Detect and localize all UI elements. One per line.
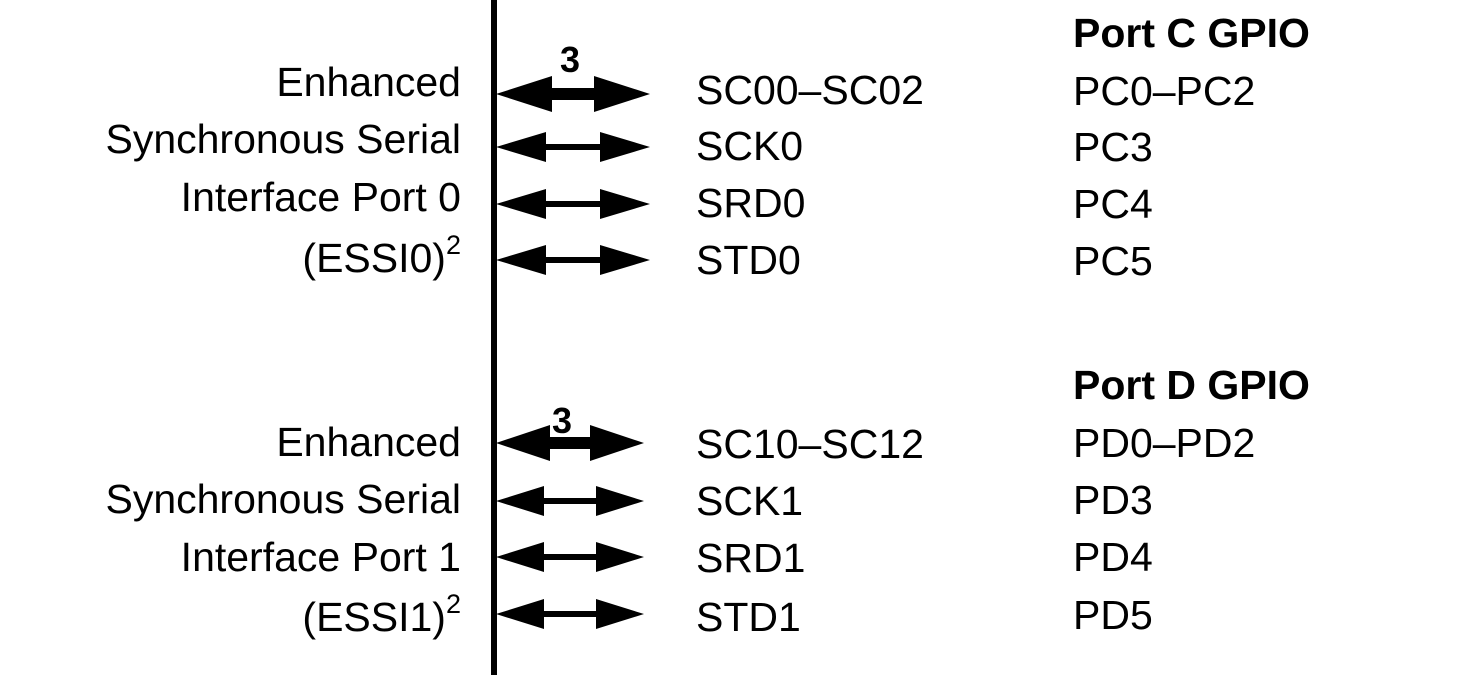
essi0-description-line-4: (ESSI0)2 <box>302 232 461 281</box>
signal-label: SCK1 <box>696 478 804 524</box>
essi1-description-line-3: Interface Port 1 <box>180 534 461 580</box>
gpio-pin-label: PD0–PD2 <box>1073 420 1256 466</box>
essi1-description-line-2: Synchronous Serial <box>105 476 461 522</box>
bus-arrow-icon <box>496 425 644 461</box>
essi1-description-line-4: (ESSI1)2 <box>302 591 461 640</box>
bus-width-label: 3 <box>560 39 581 80</box>
bidirectional-arrow-icon <box>496 189 650 219</box>
gpio-pin-label: PC4 <box>1073 181 1153 227</box>
signal-label: SC10–SC12 <box>696 421 924 467</box>
footnote-mark: 2 <box>445 589 461 619</box>
gpio-port-header: Port C GPIO <box>1073 10 1310 56</box>
essi0-description-line-3: Interface Port 0 <box>180 174 461 220</box>
gpio-pin-label: PC0–PC2 <box>1073 68 1256 114</box>
bus-width-label: 3 <box>552 400 573 441</box>
gpio-pin-label: PD5 <box>1073 592 1153 638</box>
bidirectional-arrow-icon <box>496 245 650 275</box>
bidirectional-arrow-icon <box>496 542 644 572</box>
signal-label: SCK0 <box>696 123 804 169</box>
essi0-name: (ESSI0) <box>302 235 446 281</box>
gpio-pin-label: PC5 <box>1073 238 1153 284</box>
footnote-mark: 2 <box>445 230 461 260</box>
bidirectional-arrow-icon <box>496 486 644 516</box>
internal-bus-line <box>491 0 497 675</box>
gpio-pin-label: PD3 <box>1073 477 1153 523</box>
signal-label: SRD0 <box>696 180 806 226</box>
essi1-name: (ESSI1) <box>302 594 446 640</box>
essi0-description-line-2: Synchronous Serial <box>105 116 461 162</box>
essi0-description-line-1: Enhanced <box>276 59 461 105</box>
signal-label: SC00–SC02 <box>696 67 924 113</box>
bus-arrow-icon <box>496 76 650 112</box>
bidirectional-arrow-icon <box>496 132 650 162</box>
essi1-description-line-1: Enhanced <box>276 419 461 465</box>
signal-label: SRD1 <box>696 535 806 581</box>
gpio-pin-label: PC3 <box>1073 124 1153 170</box>
signal-label: STD0 <box>696 237 801 283</box>
gpio-port-header: Port D GPIO <box>1073 362 1310 408</box>
gpio-pin-label: PD4 <box>1073 534 1153 580</box>
bidirectional-arrow-icon <box>496 599 644 629</box>
signal-label: STD1 <box>696 594 801 640</box>
